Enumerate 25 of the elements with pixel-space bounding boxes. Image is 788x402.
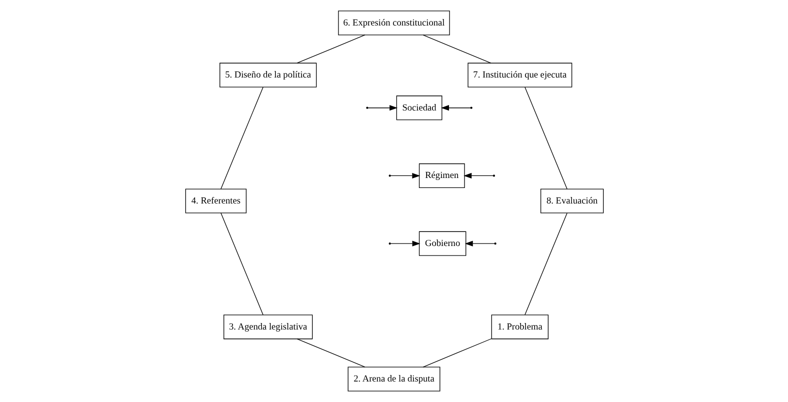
node-box: 2. Arena de la disputa — [347, 366, 440, 392]
connector — [422, 34, 491, 64]
node-box: 1. Problema — [490, 314, 548, 340]
connector — [220, 86, 263, 190]
node-box: Régimen — [418, 163, 464, 188]
connector — [296, 338, 365, 368]
node-box: 8. Evaluación — [540, 188, 604, 214]
arrow — [440, 105, 470, 111]
arrow — [463, 172, 494, 179]
node-box: 3. Agenda legislativa — [223, 314, 312, 340]
connector — [422, 338, 492, 368]
node-box: 7. Institución que ejecuta — [467, 62, 572, 88]
connector — [220, 212, 263, 316]
node-box: Sociedad — [396, 96, 442, 120]
node-box: 5. Diseño de la política — [219, 62, 316, 88]
arrow — [464, 240, 494, 246]
connector — [524, 212, 567, 316]
node-box: Gobierno — [418, 231, 466, 256]
connector — [296, 34, 365, 64]
arrow — [390, 172, 420, 179]
arrow — [367, 105, 398, 111]
arrow — [390, 240, 420, 246]
node-box: 4. Referentes — [184, 188, 246, 214]
node-box: 6. Expresión constitucional — [338, 10, 450, 36]
connector — [524, 86, 567, 190]
